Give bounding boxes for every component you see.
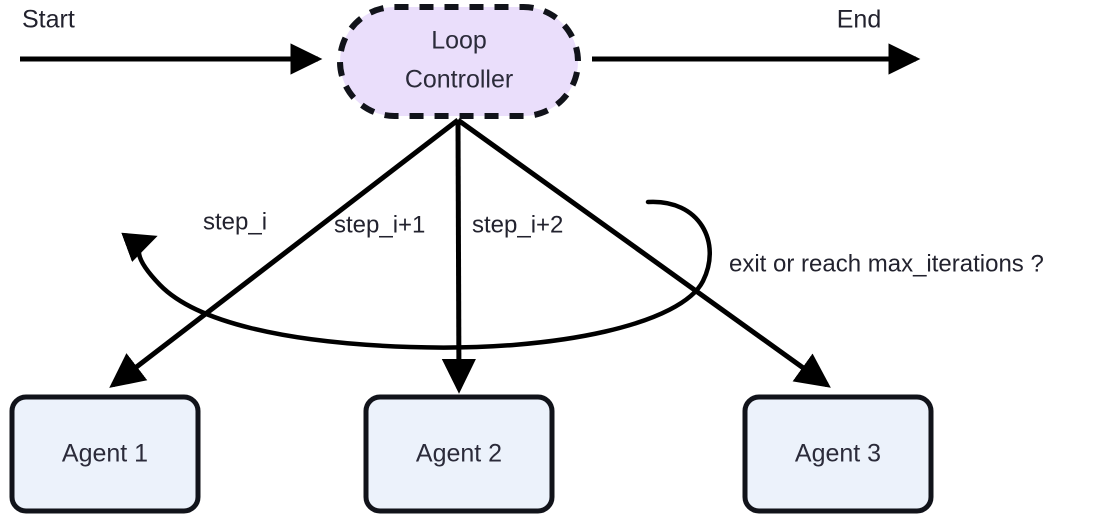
edge-label-step-i-plus-1: step_i+1 [334, 211, 425, 238]
agent-2-label: Agent 2 [416, 440, 502, 468]
edge-controller-to-agent-2 [441, 119, 476, 394]
edge-controller-to-agent-3 [456, 117, 831, 388]
node-agent-3[interactable]: Agent 3 [742, 394, 934, 514]
edge-feedback-loop [121, 199, 712, 350]
edge-label-step-i-plus-2: step_i+2 [472, 211, 563, 238]
end-label: End [837, 6, 881, 34]
agent-3-box[interactable] [742, 394, 934, 514]
node-agent-2[interactable]: Agent 2 [363, 394, 555, 514]
edge-label-step-i: step_i [203, 208, 267, 235]
node-agent-1[interactable]: Agent 1 [9, 394, 201, 514]
feedback-loop-path [121, 199, 712, 350]
loop-controller-label-line1: Loop [431, 27, 487, 55]
agent-2-box[interactable] [363, 394, 555, 514]
agent-2-arrow-line [441, 119, 476, 394]
agent-1-box[interactable] [9, 394, 201, 514]
edge-label-exit-condition: exit or reach max_iterations ? [729, 250, 1044, 277]
node-loop-controller[interactable]: Loop Controller [337, 4, 581, 119]
start-label: Start [22, 6, 75, 34]
loop-controller-label-line2: Controller [405, 66, 513, 94]
loop-controller-shape[interactable] [337, 4, 581, 119]
agent-3-arrow-line [456, 117, 831, 388]
edge-controller-to-agent-1 [109, 118, 460, 388]
agent-3-label: Agent 3 [795, 440, 881, 468]
agent-1-arrow-line [109, 118, 460, 388]
agent-1-label: Agent 1 [62, 440, 148, 468]
